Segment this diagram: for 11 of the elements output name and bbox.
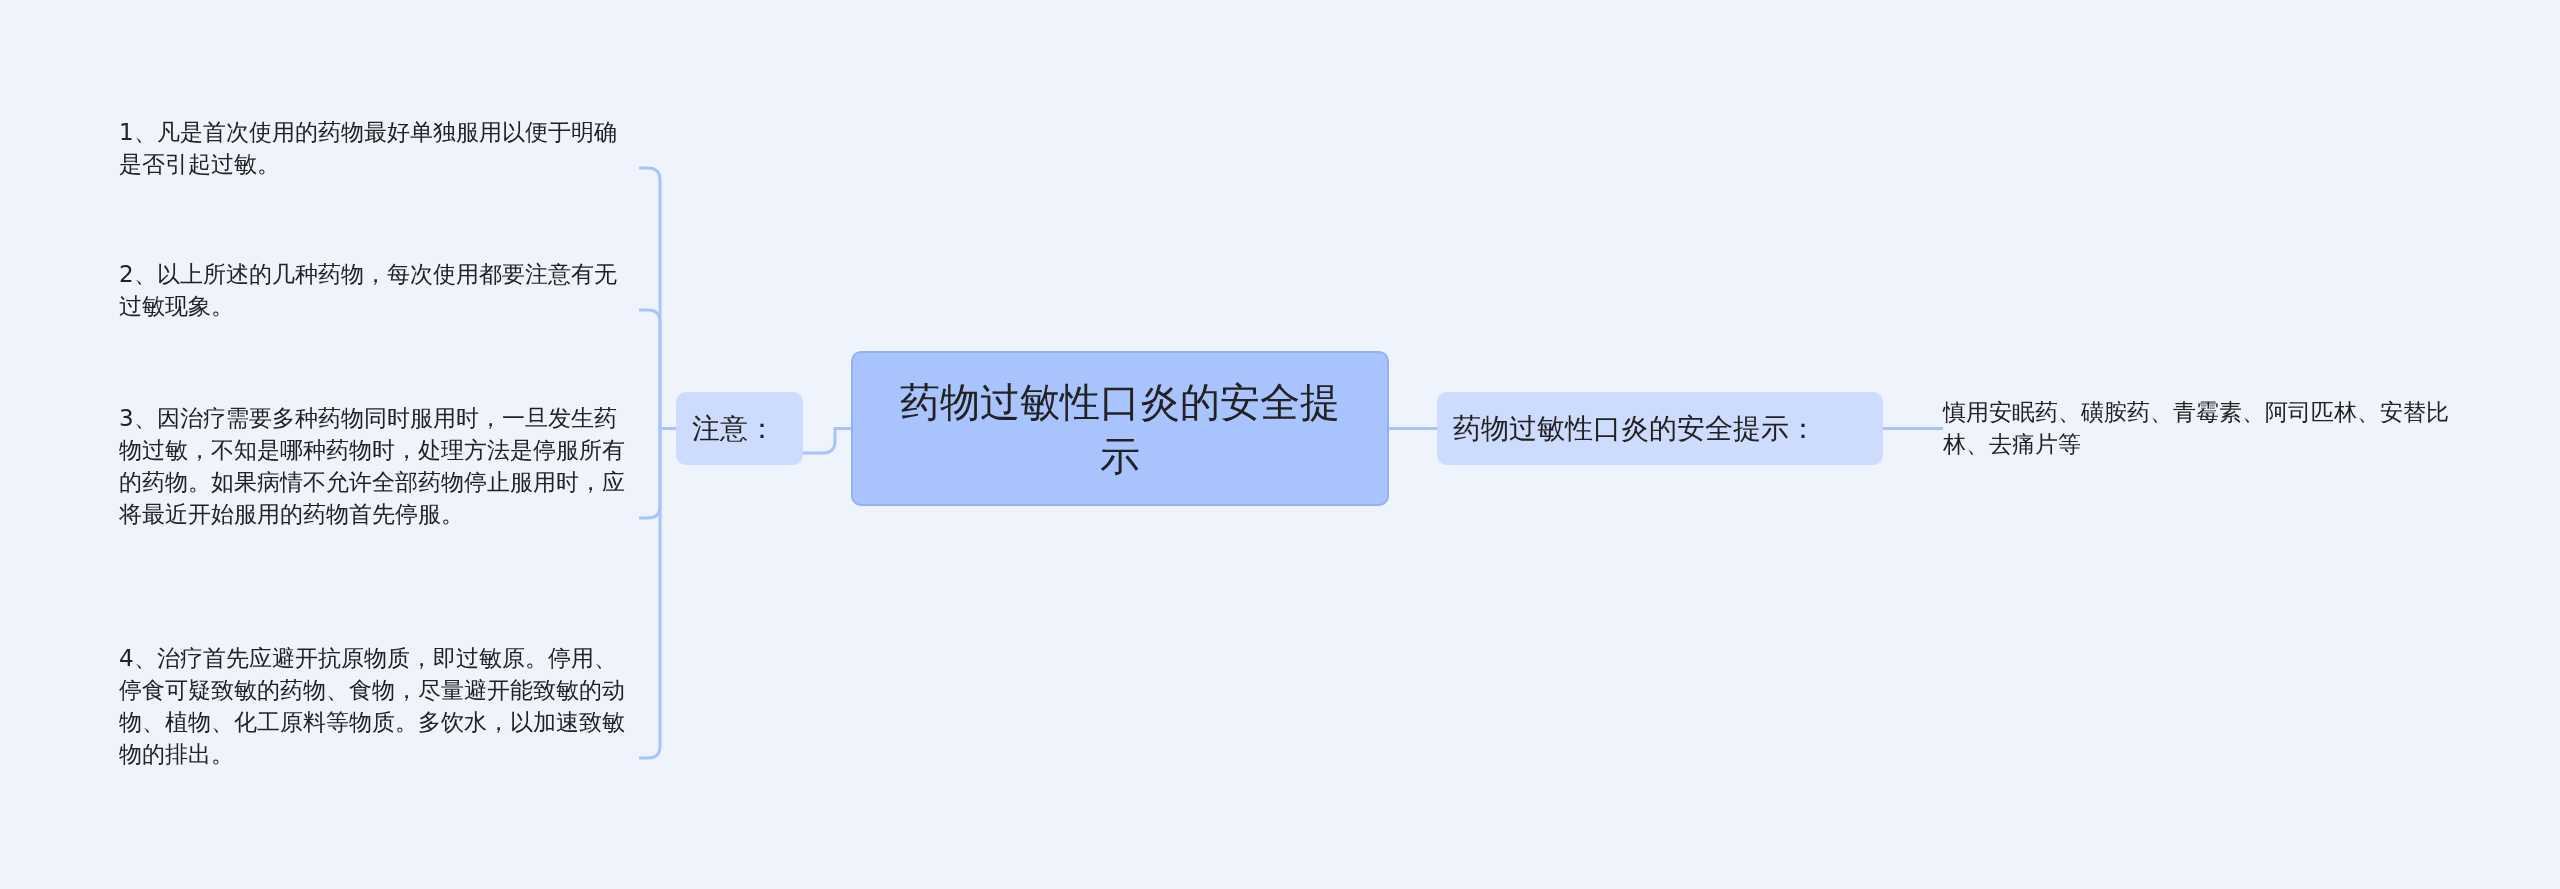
central-topic-box: 药物过敏性口炎的安全提示 bbox=[851, 351, 1389, 506]
connector-line bbox=[803, 427, 851, 455]
topic-box: 药物过敏性口炎的安全提示： bbox=[1437, 392, 1883, 465]
connector-line bbox=[1883, 427, 1943, 430]
topic-box: 注意： bbox=[676, 392, 803, 465]
connector-line bbox=[1389, 427, 1437, 430]
note-text: 4、治疗首先应避开抗原物质，即过敏原。停用、停食可疑致敏的药物、食物，尽量避开能致敏的动物、植物、化工原料等物质。多饮水，以加速致敏物的排出。 bbox=[119, 642, 639, 770]
note-text: 1、凡是首次使用的药物最好单独服用以便于明确是否引起过敏。 bbox=[119, 116, 639, 180]
note-text: 慎用安眠药、磺胺药、青霉素、阿司匹林、安替比林、去痛片等 bbox=[1943, 396, 2463, 460]
note-text: 2、以上所述的几种药物，每次使用都要注意有无过敏现象。 bbox=[119, 258, 639, 322]
note-text: 3、因治疗需要多种药物同时服用时，一旦发生药物过敏，不知是哪种药物时，处理方法是停服所有的药物。如果病情不允许全部药物停止服用时，应将最近开始服用的药物首先停服。 bbox=[119, 402, 639, 530]
